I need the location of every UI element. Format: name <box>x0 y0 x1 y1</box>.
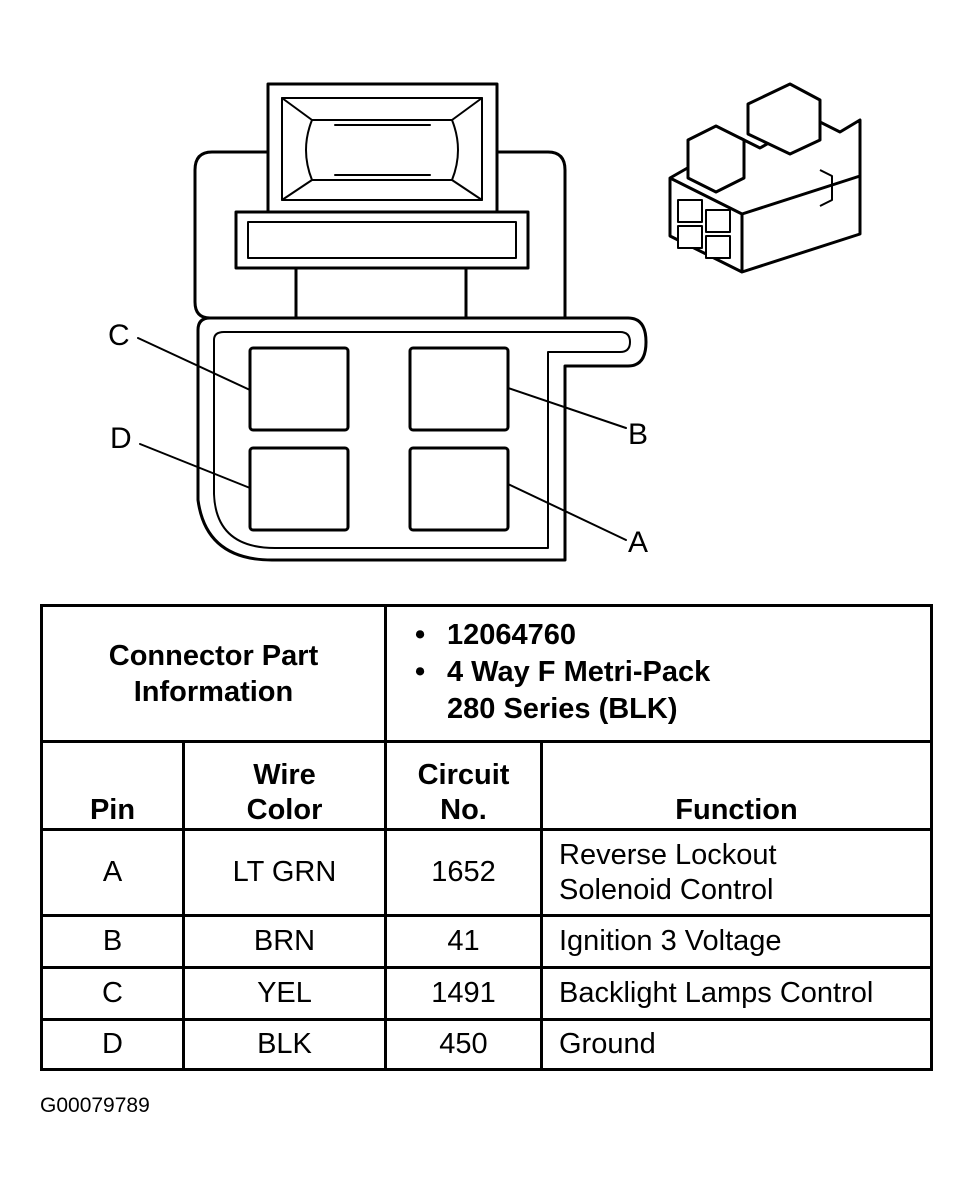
pin-cell: D <box>40 1018 185 1071</box>
pin-cell: B <box>40 914 185 969</box>
crossbar <box>234 210 530 270</box>
wire-color-cell: YEL <box>182 966 387 1021</box>
header-pin: Pin <box>40 740 185 831</box>
function-cell: Ignition 3 Voltage <box>540 914 933 969</box>
part-info-row: Connector Part Information 12064760 4 Wa… <box>40 604 933 743</box>
connector-isometric-view <box>668 82 862 274</box>
part-details: 12064760 4 Way F Metri-Pack 280 Series (… <box>384 604 933 743</box>
connector-part-info-label: Connector Part Information <box>40 604 387 743</box>
connector-diagram: C D B A <box>108 82 862 562</box>
callout-a: A <box>628 526 648 559</box>
table-row: C YEL 1491 Backlight Lamps Control <box>40 966 933 1021</box>
circuit-cell: 1491 <box>384 966 543 1021</box>
table-row: D BLK 450 Ground <box>40 1018 933 1071</box>
cavity-a <box>408 446 510 532</box>
cavity-c <box>248 346 350 432</box>
function-cell: Ground <box>540 1018 933 1071</box>
cavity-d <box>248 446 350 532</box>
callout-d: D <box>110 422 132 455</box>
part-number: 12064760 <box>415 617 930 654</box>
wire-color-cell: BLK <box>182 1018 387 1071</box>
leader-c <box>137 337 251 391</box>
connector-face <box>196 316 648 562</box>
table-row: B BRN 41 Ignition 3 Voltage <box>40 914 933 969</box>
connector-info-table: Connector Part Information 12064760 4 Wa… <box>40 604 933 1071</box>
circuit-cell: 450 <box>384 1018 543 1071</box>
header-wire-color: Wire Color <box>182 740 387 831</box>
circuit-cell: 1652 <box>384 828 543 917</box>
leader-a <box>507 483 627 541</box>
figure-id: G00079789 <box>40 1094 150 1117</box>
column-header-row: Pin Wire Color Circuit No. Function <box>40 740 933 831</box>
wire-color-cell: BRN <box>182 914 387 969</box>
header-circuit-no: Circuit No. <box>384 740 543 831</box>
pin-cell: C <box>40 966 185 1021</box>
cavity-b <box>408 346 510 432</box>
part-description: 4 Way F Metri-Pack 280 Series (BLK) <box>415 654 930 728</box>
leader-b <box>507 387 627 429</box>
function-cell: Backlight Lamps Control <box>540 966 933 1021</box>
connector-body-outline <box>193 150 567 320</box>
locking-tab <box>266 82 499 214</box>
callout-c: C <box>108 319 130 352</box>
pin-cell: A <box>40 828 185 917</box>
circuit-cell: 41 <box>384 914 543 969</box>
header-function: Function <box>540 740 933 831</box>
leader-d <box>139 443 251 489</box>
wire-color-cell: LT GRN <box>182 828 387 917</box>
callout-b: B <box>628 418 648 451</box>
